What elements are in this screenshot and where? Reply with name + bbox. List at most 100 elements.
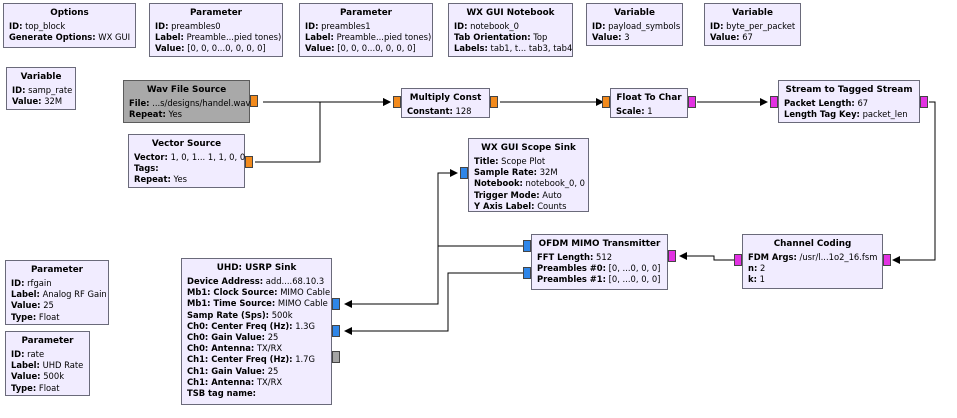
- block-title: OFDM MIMO Transmitter: [538, 239, 661, 249]
- multiply-in-port[interactable]: [393, 96, 401, 108]
- block-param: Repeat: Yes: [134, 174, 188, 185]
- block-title: WX GUI Notebook: [466, 8, 555, 18]
- block-param: Value: 500k: [11, 371, 65, 382]
- ofdm-out1-port[interactable]: [523, 267, 531, 279]
- block-param: Ch0: Center Freq (Hz): 1.3G: [187, 320, 315, 331]
- ofdm-in-port[interactable]: [668, 250, 676, 262]
- channel-coding-in-port[interactable]: [883, 254, 891, 266]
- block-title: Multiply Const: [409, 93, 482, 103]
- stream-tagged-in-port[interactable]: [770, 96, 778, 108]
- block-param: ID: payload_symbols: [592, 21, 681, 31]
- variable-byte-per-packet-block[interactable]: Variable ID: byte_per_packet Value: 67: [704, 3, 801, 46]
- parameter-rfgain-block[interactable]: Parameter ID: rfgain Label: Analog RF Ga…: [5, 260, 109, 325]
- wav-file-source-block[interactable]: Wav File Source File: ...s/designs/hande…: [123, 80, 250, 123]
- block-title: Parameter: [21, 336, 74, 346]
- uhd-usrp-sink-block[interactable]: UHD: USRP Sink Device Address: add....68…: [181, 258, 332, 405]
- float-to-char-out-port[interactable]: [688, 96, 696, 108]
- block-title: Stream to Tagged Stream: [785, 85, 913, 95]
- scope-in-port[interactable]: [460, 167, 468, 179]
- block-title: Parameter: [339, 8, 393, 18]
- wire-ofdm1-to-uhd1: [344, 272, 527, 335]
- block-param: Generate Options: WX GUI: [9, 32, 131, 43]
- uhd-in1-port[interactable]: [332, 325, 340, 337]
- float-to-char-block[interactable]: Float To Char Scale: 1: [610, 88, 688, 118]
- block-param: ID: rate: [11, 349, 45, 359]
- block-title: Vector Source: [151, 139, 222, 149]
- wire-ofdm0-to-uhd0: [344, 245, 527, 308]
- block-param: Preambles #1: [0, ...0, 0, 0]: [537, 274, 661, 285]
- uhd-message-port[interactable]: [332, 351, 340, 363]
- block-param: Tags:: [134, 163, 159, 174]
- multiply-const-block[interactable]: Multiply Const Constant: 128: [401, 88, 490, 118]
- wx-gui-notebook-block[interactable]: WX GUI Notebook ID: notebook_0 Tab Orien…: [448, 3, 573, 57]
- block-param: Constant: 128: [407, 106, 472, 116]
- wire-stream-to-channel: [892, 101, 936, 264]
- block-title: Parameter: [189, 8, 243, 18]
- block-param: TSB tag name:: [187, 388, 256, 399]
- channel-coding-out-port[interactable]: [734, 254, 742, 266]
- block-param: ID: preambles1: [305, 21, 371, 31]
- wire-channel-to-ofdm: [679, 252, 741, 261]
- float-to-char-in-port[interactable]: [602, 96, 610, 108]
- block-title: Variable: [732, 8, 773, 18]
- wire-vector-to-multiply: [255, 98, 391, 163]
- options-block[interactable]: Options ID: top_block Generate Options: …: [3, 3, 136, 48]
- block-param: Type: Float: [11, 382, 60, 393]
- stream-tagged-out-port[interactable]: [920, 96, 928, 108]
- block-param: Repeat: Yes: [129, 109, 183, 120]
- block-param: ID: top_block: [9, 21, 66, 31]
- block-param: k: 1: [748, 274, 765, 285]
- block-title: Channel Coding: [773, 239, 852, 249]
- block-param: Vector: 1, 0, 1... 1, 1, 0, 0: [134, 152, 246, 162]
- block-param: Value: 67: [710, 32, 753, 43]
- block-param: Y Axis Label: Counts: [474, 200, 567, 211]
- variable-samp-rate-block[interactable]: Variable ID: samp_rate Value: 32M: [6, 67, 76, 110]
- multiply-out-port[interactable]: [490, 96, 498, 108]
- block-param: Ch1: Center Freq (Hz): 1.7G: [187, 354, 315, 365]
- block-title: Parameter: [30, 265, 84, 275]
- parameter-preambles0-block[interactable]: Parameter ID: preambles0 Label: Preamble…: [149, 3, 283, 57]
- block-param: Label: Preamble...pied tones): [305, 32, 432, 43]
- block-param: ID: notebook_0: [454, 21, 519, 31]
- wav-source-out-port[interactable]: [250, 95, 258, 107]
- block-param: ID: samp_rate: [12, 85, 73, 95]
- block-title: Options: [50, 8, 89, 18]
- wx-gui-scope-sink-block[interactable]: WX GUI Scope Sink Title: Scope Plot Samp…: [468, 138, 589, 212]
- block-title: UHD: USRP Sink: [216, 263, 297, 273]
- block-param: Value: [0, 0, 0...0, 0, 0, 0]: [305, 43, 416, 54]
- block-title: Variable: [20, 72, 62, 82]
- block-param: Preambles #0: [0, ...0, 0, 0]: [537, 263, 661, 274]
- uhd-in0-port[interactable]: [332, 298, 340, 310]
- ofdm-out0-port[interactable]: [523, 240, 531, 252]
- stream-to-tagged-stream-block[interactable]: Stream to Tagged Stream Packet Length: 6…: [778, 80, 920, 123]
- block-param: ID: rfgain: [11, 278, 52, 288]
- vector-source-block[interactable]: Vector Source Vector: 1, 0, 1... 1, 1, 0…: [128, 134, 245, 188]
- block-param: Value: 3: [592, 32, 630, 43]
- block-title: Wav File Source: [146, 85, 227, 95]
- block-param: Type: Float: [11, 311, 60, 322]
- variable-payload-block[interactable]: Variable ID: payload_symbols Value: 3: [586, 3, 683, 46]
- block-param: FDM Args: /usr/l...1o2_16.fsm: [748, 252, 878, 262]
- block-param: Label: UHD Rate: [11, 360, 84, 371]
- block-title: Float To Char: [616, 93, 682, 103]
- block-param: Title: Scope Plot: [474, 156, 546, 166]
- block-param: Scale: 1: [616, 106, 653, 116]
- block-param: Sample Rate: 32M: [474, 167, 558, 178]
- block-param: Label: Preamble...pied tones): [155, 32, 282, 43]
- ofdm-mimo-transmitter-block[interactable]: OFDM MIMO Transmitter FFT Length: 512 Pr…: [531, 234, 668, 290]
- parameter-preambles1-block[interactable]: Parameter ID: preambles1 Label: Preamble…: [299, 3, 433, 57]
- parameter-rate-block[interactable]: Parameter ID: rate Label: UHD Rate Value…: [5, 331, 90, 396]
- block-param: Value: 32M: [12, 96, 63, 107]
- block-param: Samp Rate (Sps): 500k: [187, 309, 293, 320]
- block-param: Notebook: notebook_0, 0: [474, 178, 585, 189]
- vector-source-out-port[interactable]: [245, 156, 253, 168]
- block-param: Label: Analog RF Gain: [11, 289, 107, 300]
- block-title: Variable: [614, 8, 655, 18]
- channel-coding-block[interactable]: Channel Coding FDM Args: /usr/l...1o2_16…: [742, 234, 883, 289]
- block-param: Ch1: Gain Value: 25: [187, 365, 279, 376]
- block-param: Ch0: Antenna: TX/RX: [187, 343, 283, 354]
- block-title: WX GUI Scope Sink: [481, 143, 576, 153]
- block-param: Tab Orientation: Top: [454, 32, 548, 43]
- block-param: Ch0: Gain Value: 25: [187, 332, 279, 343]
